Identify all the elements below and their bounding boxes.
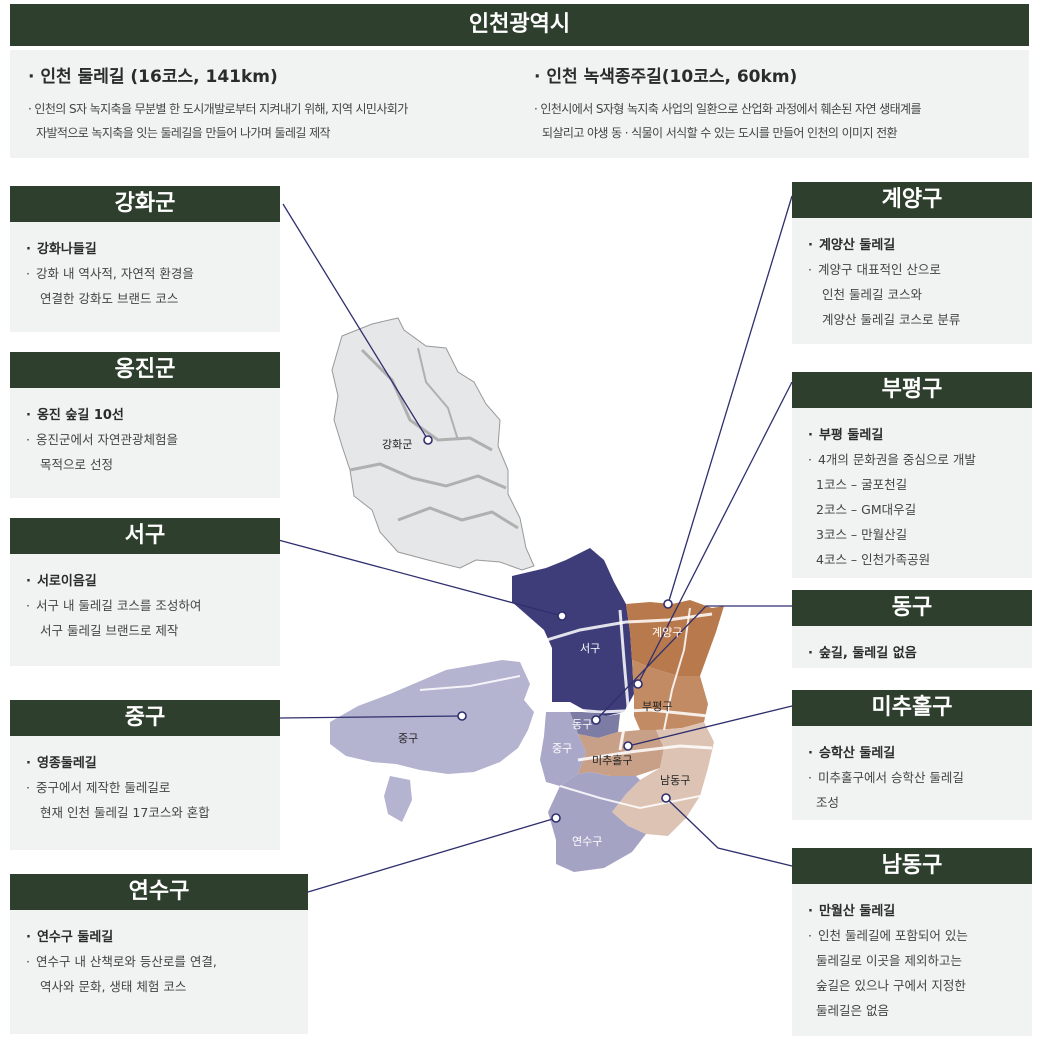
trail-name: ·계양산 둘레길 bbox=[808, 238, 896, 253]
trail-desc: 4코스 – 인천가족공원 bbox=[816, 552, 931, 567]
trail-name: ·강화나들길 bbox=[26, 242, 97, 257]
district-box-ganghwa: 강화군 ·강화나들길 ·강화 내 역사적, 자연적 환경을 연결한 강화도 브랜… bbox=[10, 186, 280, 332]
trail-desc: 서구 둘레길 브랜드로 제작 bbox=[40, 623, 179, 638]
map-label-bupyeong: 부평구 bbox=[642, 700, 672, 713]
trail-name: ·서로이음길 bbox=[26, 574, 97, 589]
map-label-yeonsu: 연수구 bbox=[572, 835, 602, 848]
map-region-jung-small-island bbox=[384, 776, 412, 822]
trail-desc: 둘레길로 이곳을 제외하고는 bbox=[816, 953, 962, 968]
trail-desc: 목적으로 선정 bbox=[40, 457, 113, 472]
trail-desc: 3코스 – 만월산길 bbox=[816, 527, 908, 542]
intro-title: · 인천 녹색종주길(10코스, 60km) bbox=[534, 67, 798, 87]
trail-name: ·연수구 둘레길 bbox=[26, 930, 114, 945]
district-box-michuhol: 미추홀구 ·승학산 둘레길 ·미추홀구에서 승학산 둘레길 조성 bbox=[792, 690, 1032, 820]
map-label-ganghwa: 강화군 bbox=[382, 438, 412, 451]
district-header: 부평구 bbox=[792, 372, 1032, 408]
trail-desc: ·중구에서 제작한 둘레길로 bbox=[26, 780, 171, 795]
trail-desc: ·옹진군에서 자연관광체험을 bbox=[26, 432, 178, 447]
map-region-jung-mainland[interactable] bbox=[540, 712, 586, 786]
district-header: 남동구 bbox=[792, 848, 1032, 884]
intro-desc-line: 되살리고 야생 동 · 식물이 서식할 수 있는 도시를 만들어 인천의 이미지… bbox=[542, 126, 898, 140]
map-region-dong[interactable] bbox=[570, 712, 620, 738]
trail-desc: 1코스 – 굴포천길 bbox=[816, 477, 908, 492]
trail-desc: ·연수구 내 산책로와 등산로를 연결, bbox=[26, 954, 217, 969]
trail-name: ·승학산 둘레길 bbox=[808, 746, 896, 761]
trail-desc: ·인천 둘레길에 포함되어 있는 bbox=[808, 928, 968, 943]
map-region-ganghwa[interactable] bbox=[331, 317, 535, 571]
trail-desc: ·미추홀구에서 승학산 둘레길 bbox=[808, 770, 964, 785]
district-header: 미추홀구 bbox=[792, 690, 1032, 726]
map-label-jung-mainland: 중구 bbox=[552, 742, 572, 755]
trail-desc: 연결한 강화도 브랜드 코스 bbox=[40, 291, 179, 306]
map-label-gyeyang: 계양구 bbox=[652, 626, 682, 639]
district-header: 계양구 bbox=[792, 182, 1032, 218]
map-region-yeonsu[interactable] bbox=[548, 772, 646, 872]
trail-desc: 둘레길은 없음 bbox=[816, 1003, 889, 1018]
district-box-seo: 서구 ·서로이음길 ·서구 내 둘레길 코스를 조성하여 서구 둘레길 브랜드로… bbox=[10, 518, 280, 666]
trail-name: ·부평 둘레길 bbox=[808, 428, 884, 443]
trail-desc: 조성 bbox=[816, 795, 840, 810]
intro-desc-line: · 인천의 S자 녹지축을 무분별 한 도시개발로부터 지켜내기 위해, 지역 … bbox=[28, 102, 408, 116]
map-label-namdong: 남동구 bbox=[660, 774, 690, 787]
map-label-michuhol: 미추홀구 bbox=[592, 754, 632, 767]
trail-name: ·영종둘레길 bbox=[26, 756, 97, 771]
district-box-jung: 중구 ·영종둘레길 ·중구에서 제작한 둘레길로 현재 인천 둘레길 17코스와… bbox=[10, 700, 280, 850]
district-box-namdong: 남동구 ·만월산 둘레길 ·인천 둘레길에 포함되어 있는 둘레길로 이곳을 제… bbox=[792, 848, 1032, 1036]
page-title: 인천광역시 bbox=[10, 4, 1029, 46]
trail-desc: ·4개의 문화권을 중심으로 개발 bbox=[808, 452, 976, 467]
intro-title: · 인천 둘레길 (16코스, 141km) bbox=[28, 67, 278, 87]
intro-panel: · 인천 둘레길 (16코스, 141km) · 인천의 S자 녹지축을 무분별… bbox=[10, 50, 1029, 158]
district-box-bupyeong: 부평구 ·부평 둘레길 ·4개의 문화권을 중심으로 개발 1코스 – 굴포천길… bbox=[792, 372, 1032, 578]
district-box-ongjin: 옹진군 ·옹진 숲길 10선 ·옹진군에서 자연관광체험을 목적으로 선정 bbox=[10, 352, 280, 498]
trail-desc: 2코스 – GM대우길 bbox=[816, 502, 917, 517]
map-label-seo: 서구 bbox=[580, 642, 600, 655]
trail-name: ·숲길, 둘레길 없음 bbox=[808, 646, 917, 661]
trail-desc: ·서구 내 둘레길 코스를 조성하여 bbox=[26, 598, 202, 613]
district-header: 연수구 bbox=[10, 874, 308, 910]
map-region-jung[interactable] bbox=[330, 660, 534, 774]
trail-desc: 현재 인천 둘레길 17코스와 혼합 bbox=[40, 805, 210, 820]
district-header: 동구 bbox=[792, 590, 1032, 626]
intro-desc-line: · 인천시에서 S자형 녹지축 사업의 일환으로 산업화 과정에서 훼손된 자연… bbox=[534, 102, 922, 116]
trail-desc: 숲길은 있으나 구에서 지정한 bbox=[816, 978, 966, 993]
district-box-yeonsu: 연수구 ·연수구 둘레길 ·연수구 내 산책로와 등산로를 연결, 역사와 문화… bbox=[10, 874, 308, 1034]
trail-desc: 계양산 둘레길 코스로 분류 bbox=[822, 312, 961, 327]
trail-name: ·옹진 숲길 10선 bbox=[26, 408, 124, 423]
trail-desc: ·계양구 대표적인 산으로 bbox=[808, 262, 941, 277]
district-box-dong: 동구 ·숲길, 둘레길 없음 bbox=[792, 590, 1032, 668]
trail-name: ·만월산 둘레길 bbox=[808, 904, 896, 919]
map-label-jung: 중구 bbox=[398, 732, 418, 745]
district-header: 강화군 bbox=[10, 186, 280, 222]
intro-green-trail: · 인천 녹색종주길(10코스, 60km) · 인천시에서 S자형 녹지축 사… bbox=[534, 62, 1020, 145]
trail-desc: ·강화 내 역사적, 자연적 환경을 bbox=[26, 266, 194, 281]
intro-incheon-dulle: · 인천 둘레길 (16코스, 141km) · 인천의 S자 녹지축을 무분별… bbox=[28, 62, 508, 145]
district-header: 중구 bbox=[10, 700, 280, 736]
district-header: 옹진군 bbox=[10, 352, 280, 388]
district-box-gyeyang: 계양구 ·계양산 둘레길 ·계양구 대표적인 산으로 인천 둘레길 코스와 계양… bbox=[792, 182, 1032, 344]
trail-desc: 인천 둘레길 코스와 bbox=[822, 287, 922, 302]
district-header: 서구 bbox=[10, 518, 280, 554]
trail-desc: 역사와 문화, 생태 체험 코스 bbox=[40, 979, 187, 994]
map-label-dong: 동구 bbox=[572, 718, 592, 731]
intro-desc-line: 자발적으로 녹지축을 잇는 둘레길을 만들어 나가며 둘레길 제작 bbox=[36, 126, 331, 140]
